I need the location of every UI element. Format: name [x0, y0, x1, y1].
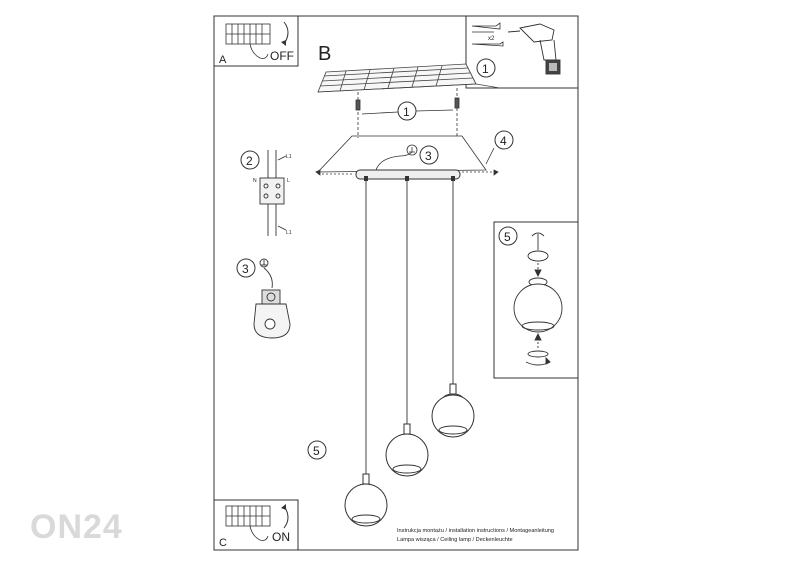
wire-label-l-right: L — [287, 178, 290, 184]
earth-clamp-icon — [253, 258, 291, 339]
callout-3-earth: 3 — [425, 149, 432, 163]
fuse-box-icon — [225, 23, 271, 59]
mounting-screws — [355, 88, 460, 138]
ceiling-grid — [317, 63, 501, 93]
panel-a-switch-off: A OFF — [213, 15, 299, 67]
fuse-box-icon-c — [225, 505, 271, 541]
shade-detail-panel: 5 — [493, 221, 579, 379]
panel-a-state: OFF — [270, 49, 294, 63]
wire-label-l1-bottom: L1 — [286, 230, 292, 236]
panel-c-switch-on: C ON — [213, 499, 299, 551]
canopy-outline — [315, 135, 499, 176]
callout-5-detail: 5 — [504, 230, 511, 244]
callout-1-distance: 1 — [403, 105, 410, 119]
callout-5-shade: 5 — [313, 444, 320, 458]
drill-icon — [507, 23, 561, 75]
panel-c-letter: C — [219, 537, 227, 549]
tool-quantity: x2 — [488, 36, 495, 42]
lamp-shade-middle — [385, 423, 429, 477]
earth-wire — [375, 144, 418, 171]
wire-label-n-left: N — [253, 178, 257, 184]
callout-1-tools: 1 — [482, 62, 489, 76]
panel-c-state: ON — [272, 530, 290, 544]
footer-instructions: Instrukcja montażu / installation instru… — [397, 528, 554, 534]
lamp-shade-right — [431, 383, 475, 438]
terminal-block-icon — [259, 150, 287, 236]
footer-product: Lampa wisząca / Ceiling lamp / Deckenleu… — [397, 537, 513, 543]
callout-2-terminal: 2 — [246, 154, 253, 168]
arrow-head-icon — [281, 40, 286, 46]
callout-4-canopy: 4 — [500, 134, 507, 148]
tools-panel: x2 1 — [465, 15, 579, 89]
pendant-cables — [365, 181, 454, 474]
lamp-shade-left — [344, 473, 388, 527]
panel-a-letter: A — [219, 54, 227, 66]
arrow-head-icon-c — [281, 504, 286, 510]
screw-dowel-icon: x2 — [471, 22, 504, 47]
panel-b-letter: B — [318, 43, 331, 65]
wire-label-l1-top: L1 — [286, 154, 292, 160]
callout-3-clamp: 3 — [242, 262, 249, 276]
watermark-logo: ON24 — [30, 508, 123, 546]
